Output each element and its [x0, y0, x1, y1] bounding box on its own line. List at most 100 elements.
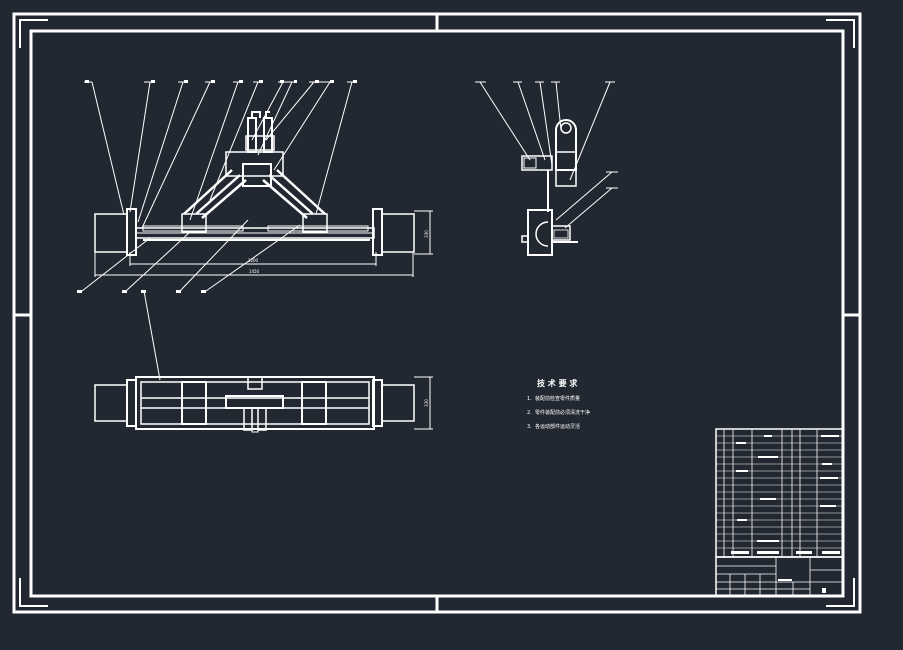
- front-view-dimensions: [94, 210, 433, 277]
- tech-req-num-1: 1.: [527, 396, 532, 402]
- side-hatch: [553, 229, 569, 239]
- left-motor-block: [94, 213, 128, 253]
- plan-center-hook: [251, 420, 259, 433]
- left-arm: [183, 169, 247, 219]
- entry-mark: [821, 435, 839, 437]
- sheet-frame: [12, 12, 862, 614]
- technical-requirements: 技 术 要 求 1. 装配前检查零件质量 2. 零件装配前必须清洗干净 3. 各…: [527, 378, 590, 430]
- balloon-mark: [141, 290, 146, 293]
- side-clamp: [521, 235, 529, 243]
- plan-frame-inner: [140, 381, 370, 425]
- entry-mark: [822, 463, 832, 465]
- corner-mark-bl: [19, 578, 48, 607]
- side-lower-body: [555, 151, 577, 187]
- leader-line: [569, 81, 611, 181]
- inner-border: [29, 29, 845, 598]
- plan-left-motor: [94, 384, 128, 422]
- plan-view: [94, 376, 415, 433]
- right-motor-block: [381, 213, 415, 253]
- leader-line: [209, 81, 259, 201]
- side-view: [521, 119, 578, 256]
- side-small-box: [523, 157, 537, 169]
- leader-line: [273, 81, 331, 171]
- balloon-mark: [315, 80, 319, 83]
- tech-req-text-3: 各运动部件运动灵活: [535, 423, 580, 430]
- dim-text-total: 1450: [249, 269, 260, 274]
- entry-mark: [760, 498, 776, 500]
- entry-mark: [736, 442, 746, 444]
- leader-line: [189, 81, 239, 221]
- balloon-mark: [122, 290, 127, 293]
- leader-line: [265, 81, 315, 141]
- title-block-grid: [716, 557, 843, 596]
- balloon-mark: [330, 80, 334, 83]
- entry-mark: [736, 470, 748, 472]
- entry-mark: [764, 435, 772, 437]
- gripper-finger-right: [263, 117, 273, 153]
- title-block: [715, 428, 844, 597]
- entry-mark: [796, 551, 812, 554]
- plan-left-carriage: [181, 381, 207, 425]
- center-block-inner: [242, 163, 272, 187]
- plan-center-tab-right: [257, 407, 267, 431]
- front-view: [94, 111, 415, 256]
- gripper-link: [251, 111, 270, 118]
- leader-line: [81, 237, 151, 292]
- side-gripper-arm: [555, 119, 577, 171]
- tech-req-text-2: 零件装配前必须清洗干净: [535, 409, 590, 416]
- plan-dim-text-height: 330: [424, 399, 429, 407]
- balloon-mark: [294, 80, 297, 83]
- side-view-leaders: [475, 81, 618, 229]
- dim-text-height: 330: [424, 230, 429, 238]
- plan-center-tab-left: [243, 407, 253, 431]
- entry-mark: [731, 551, 749, 554]
- entry-mark: [822, 551, 840, 554]
- leader-line: [479, 81, 531, 161]
- entry-mark: [822, 588, 826, 593]
- side-rail-section: [551, 225, 571, 241]
- balloon-mark: [85, 80, 89, 83]
- leader-line: [125, 231, 191, 292]
- tech-req-text-1: 装配前检查零件质量: [535, 395, 580, 402]
- left-flange: [126, 208, 137, 256]
- plan-left-flange: [126, 379, 137, 427]
- corner-mark-br: [826, 578, 855, 607]
- entry-mark: [820, 505, 836, 507]
- dim-text-inner: 1200: [248, 258, 259, 263]
- balloon-marks: [77, 80, 357, 293]
- leader-line: [517, 81, 546, 161]
- entry-mark: [778, 579, 792, 581]
- plan-right-carriage: [301, 381, 327, 425]
- side-pivot: [560, 122, 572, 134]
- right-carriage: [302, 213, 328, 233]
- leader-line: [205, 224, 301, 292]
- plan-center-body: [225, 395, 284, 409]
- leader-line: [129, 81, 151, 213]
- balloon-mark: [259, 80, 263, 83]
- balloon-mark: [211, 80, 215, 83]
- left-carriage: [181, 213, 207, 233]
- entry-mark: [757, 551, 779, 554]
- leader-line: [555, 171, 613, 221]
- entry-mark: [758, 456, 778, 458]
- parts-list-frame: [715, 428, 844, 558]
- parts-list-rows: [716, 435, 843, 549]
- corner-mark-tr: [826, 19, 855, 48]
- entry-mark: [757, 540, 779, 542]
- balloon-mark: [239, 80, 243, 83]
- title-block-frame: [715, 556, 844, 597]
- leader-line: [143, 290, 161, 381]
- right-arm: [262, 169, 326, 219]
- parts-list-columns: [723, 429, 818, 557]
- leader-line: [315, 81, 353, 215]
- balloon-mark: [280, 80, 284, 83]
- leader-line: [257, 81, 293, 156]
- left-nut: [142, 225, 244, 232]
- leader-line: [564, 187, 613, 229]
- tech-req-title: 技 术 要 求: [537, 378, 578, 388]
- balloon-mark: [77, 290, 82, 293]
- tech-req-num-2: 2.: [527, 410, 532, 416]
- plan-right-motor: [381, 384, 415, 422]
- plan-view-dimensions: [414, 376, 433, 430]
